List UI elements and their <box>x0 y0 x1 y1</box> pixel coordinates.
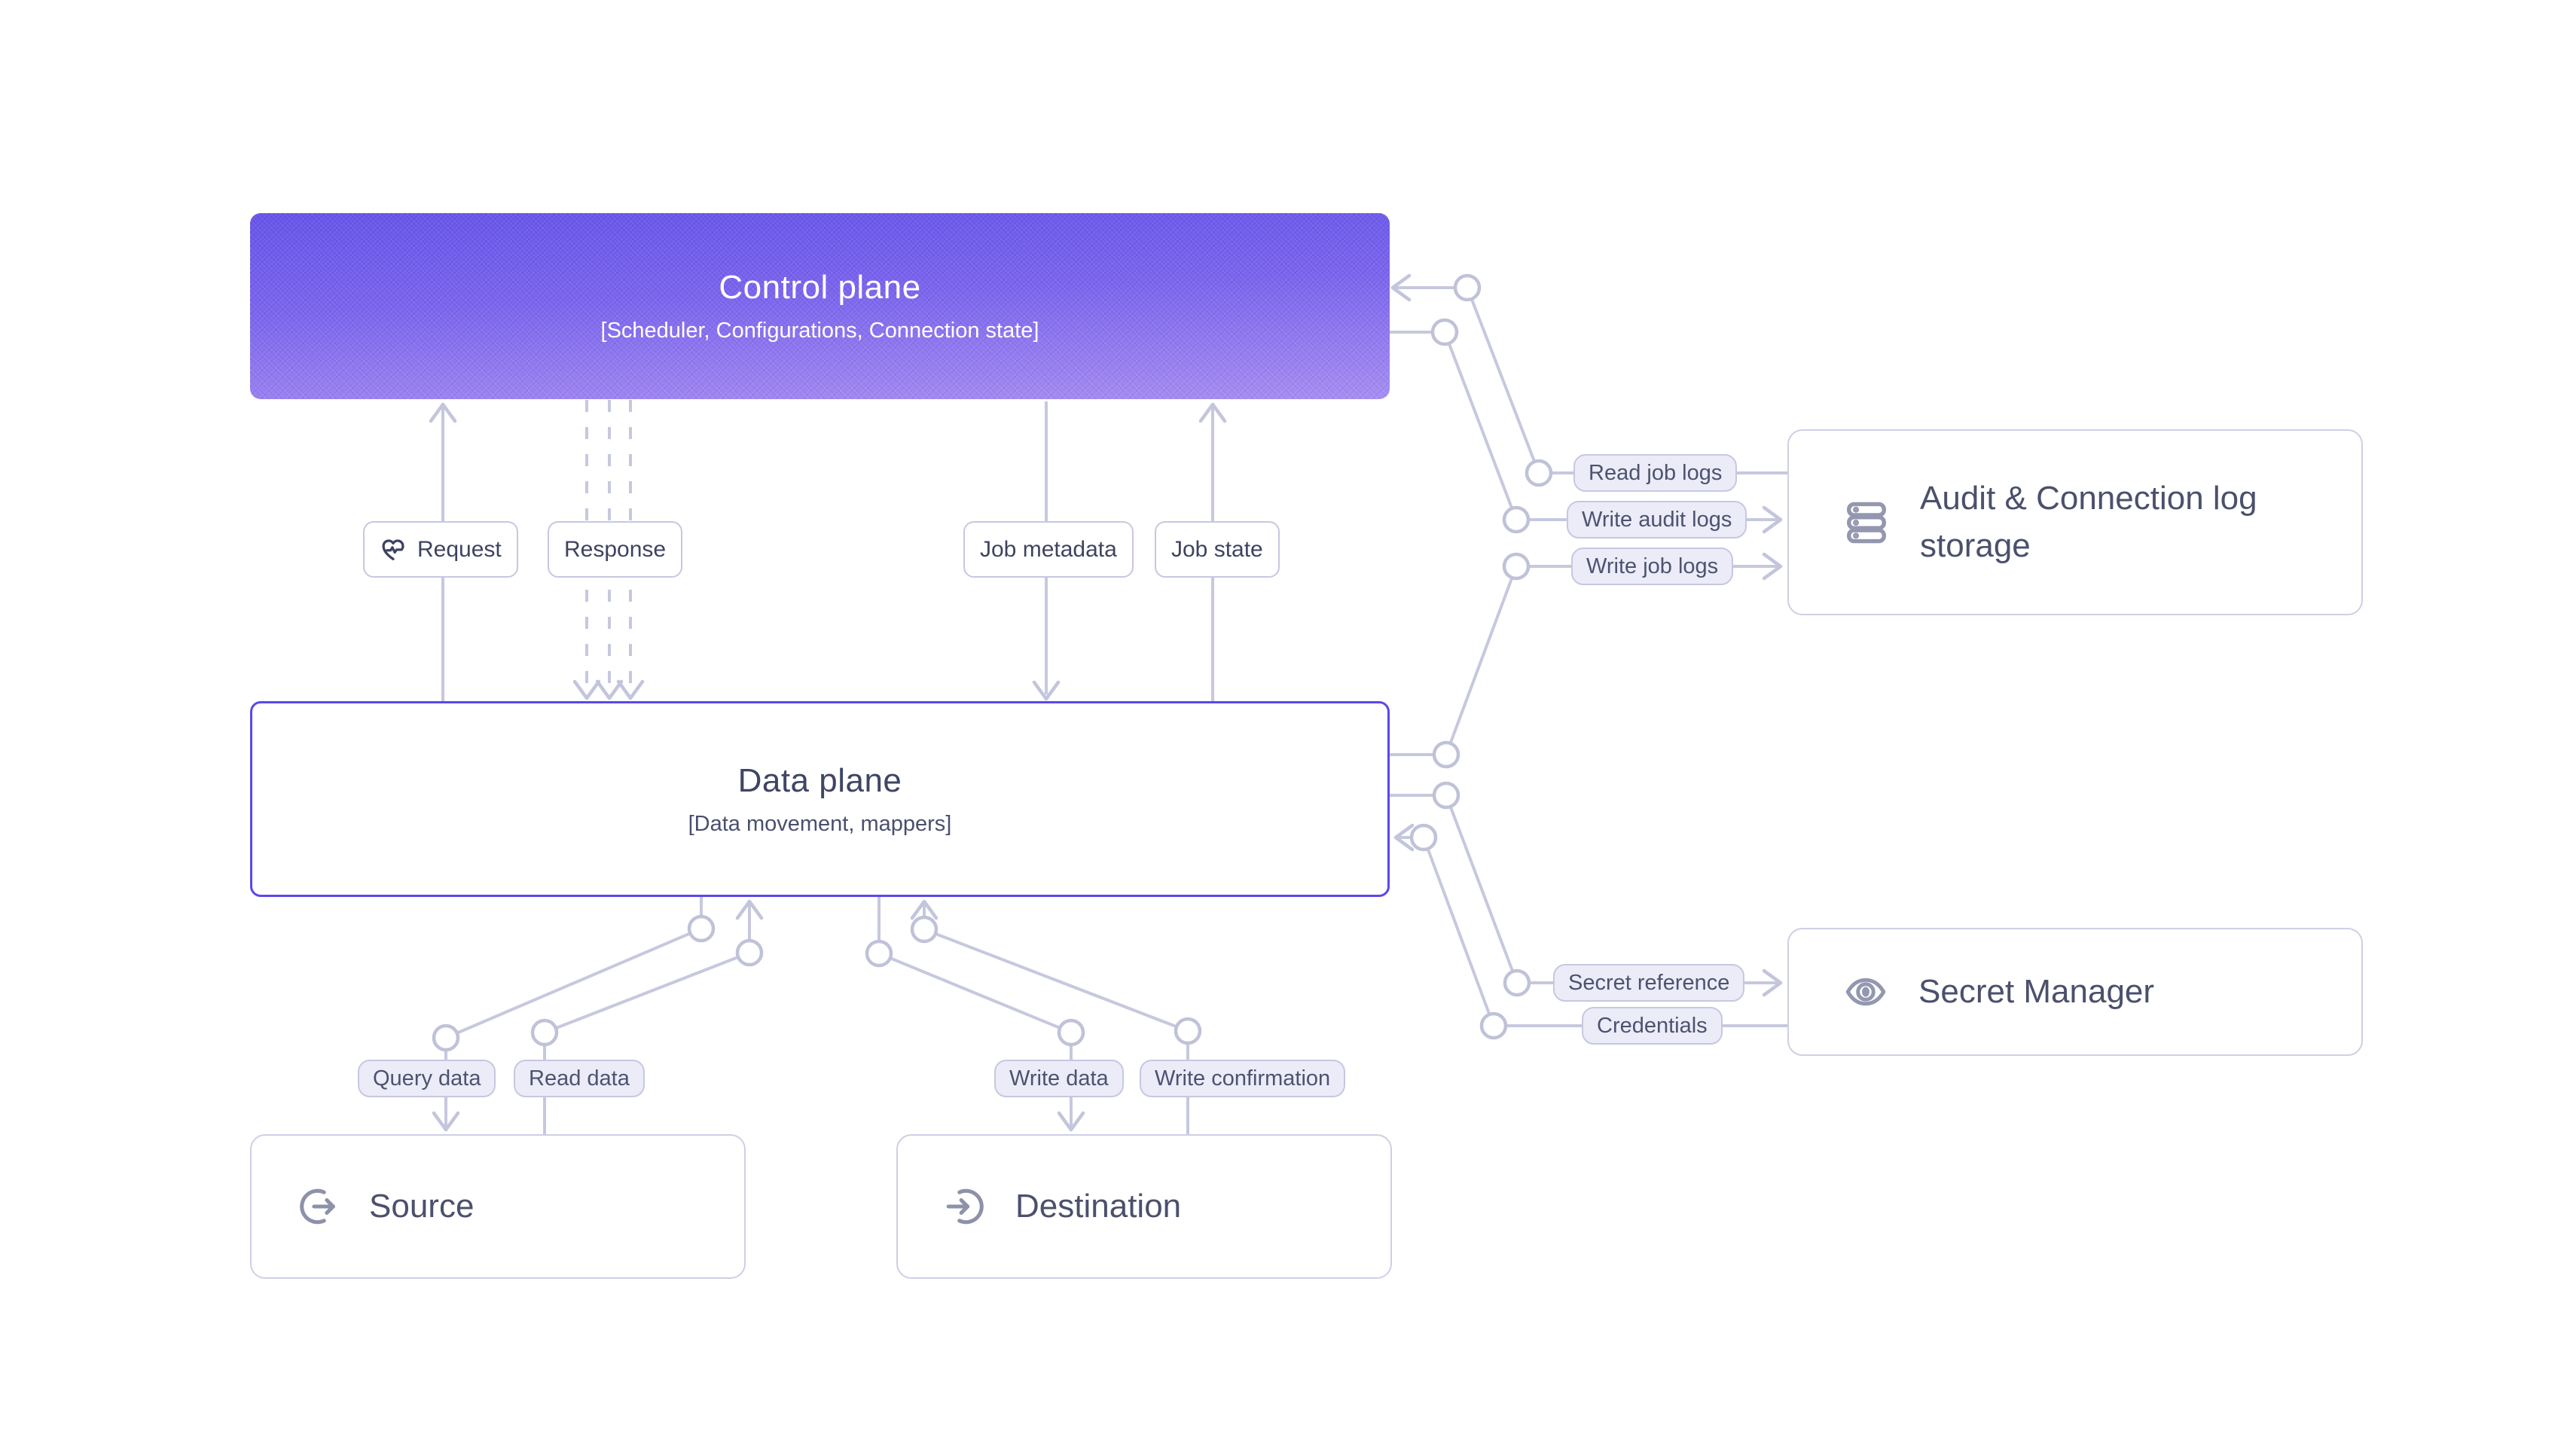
credentials-text: Credentials <box>1597 1013 1708 1038</box>
junction-circles <box>432 273 1553 1052</box>
secret-reference-text: Secret reference <box>1568 970 1730 995</box>
connector-write-confirmation <box>910 899 1189 1134</box>
secret-reference-pill: Secret reference <box>1553 964 1745 1002</box>
control-plane-subtitle: [Scheduler, Configurations, Connection s… <box>600 319 1039 343</box>
response-label: Response <box>548 521 683 578</box>
write-job-logs-text: Write job logs <box>1586 554 1719 578</box>
write-confirmation-pill: Write confirmation <box>1140 1060 1346 1097</box>
destination-title: Destination <box>1015 1188 1182 1225</box>
read-job-logs-text: Read job logs <box>1589 460 1723 485</box>
control-plane-title: Control plane <box>719 269 921 306</box>
source-box: Source <box>250 1134 746 1279</box>
job-metadata-label-text: Job metadata <box>980 536 1117 562</box>
log-out-icon <box>297 1185 340 1228</box>
write-data-text: Write data <box>1009 1066 1109 1091</box>
control-plane-box: Control plane [Scheduler, Configurations… <box>250 213 1390 399</box>
read-data-text: Read data <box>529 1066 630 1091</box>
log-in-icon <box>943 1185 987 1228</box>
write-audit-logs-text: Write audit logs <box>1582 507 1732 532</box>
eye-icon <box>1843 969 1888 1014</box>
job-state-label: Job state <box>1155 521 1280 578</box>
secret-manager-box: Secret Manager <box>1787 928 2363 1056</box>
job-state-label-text: Job state <box>1171 536 1263 562</box>
data-plane-title: Data plane <box>737 761 902 799</box>
write-confirmation-text: Write confirmation <box>1155 1066 1331 1091</box>
request-label-text: Request <box>417 536 502 562</box>
audit-log-storage-title: Audit & Connection log storage <box>1920 480 2257 564</box>
destination-box: Destination <box>896 1134 1392 1279</box>
audit-log-storage-box: Audit & Connection log storage <box>1787 429 2363 615</box>
query-data-pill: Query data <box>358 1060 496 1097</box>
source-title: Source <box>369 1188 475 1225</box>
job-metadata-label: Job metadata <box>963 521 1134 578</box>
read-job-logs-pill: Read job logs <box>1573 454 1738 492</box>
write-data-pill: Write data <box>994 1060 1124 1097</box>
heartbeat-icon <box>380 536 407 563</box>
query-data-text: Query data <box>373 1066 481 1091</box>
connector-read-data <box>543 899 764 1134</box>
read-data-pill: Read data <box>514 1060 645 1097</box>
request-label: Request <box>363 521 518 578</box>
write-audit-logs-pill: Write audit logs <box>1567 501 1747 538</box>
write-job-logs-pill: Write job logs <box>1571 548 1734 585</box>
credentials-pill: Credentials <box>1582 1007 1723 1045</box>
database-icon <box>1843 499 1890 546</box>
secret-manager-title: Secret Manager <box>1918 973 2155 1010</box>
data-plane-box: Data plane [Data movement, mappers] <box>250 701 1390 897</box>
data-plane-subtitle: [Data movement, mappers] <box>688 811 952 836</box>
response-label-text: Response <box>564 536 667 562</box>
connector-read-job-logs <box>1390 273 1787 474</box>
